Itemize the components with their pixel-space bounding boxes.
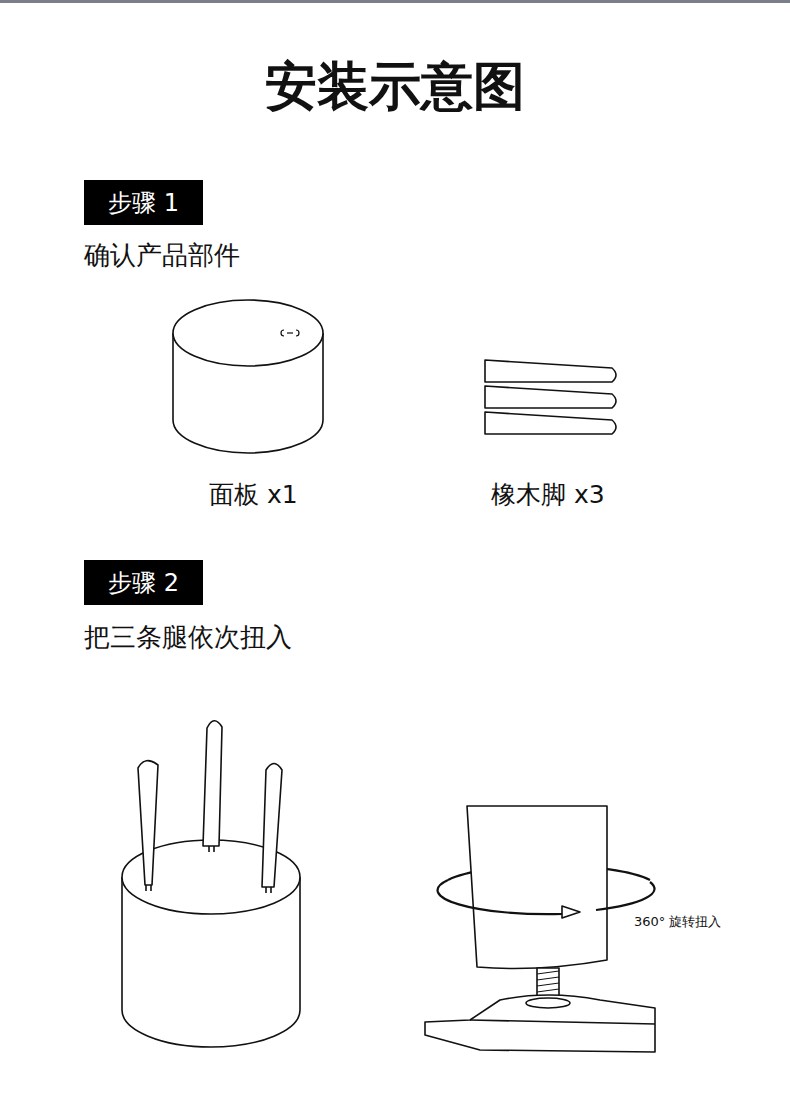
top-strip	[0, 0, 790, 3]
screw-closeup	[425, 806, 655, 1052]
step-label: 步骤 1	[108, 187, 179, 219]
assembled-stand	[122, 721, 300, 1047]
step-instruction: 把三条腿依次扭入	[84, 620, 292, 655]
page-title: 安装示意图	[265, 52, 525, 122]
rotation-note: 360° 旋转扭入	[634, 913, 721, 931]
part-name: 面板 x1	[209, 478, 298, 511]
part-name: 橡木脚 x3	[491, 478, 605, 511]
step-band: 步骤 2	[84, 560, 203, 605]
oak-feet	[485, 360, 616, 434]
panel-cylinder	[173, 300, 323, 453]
step-label: 步骤 2	[108, 567, 179, 599]
step-instruction: 确认产品部件	[84, 238, 240, 273]
step-band: 步骤 1	[84, 180, 203, 225]
